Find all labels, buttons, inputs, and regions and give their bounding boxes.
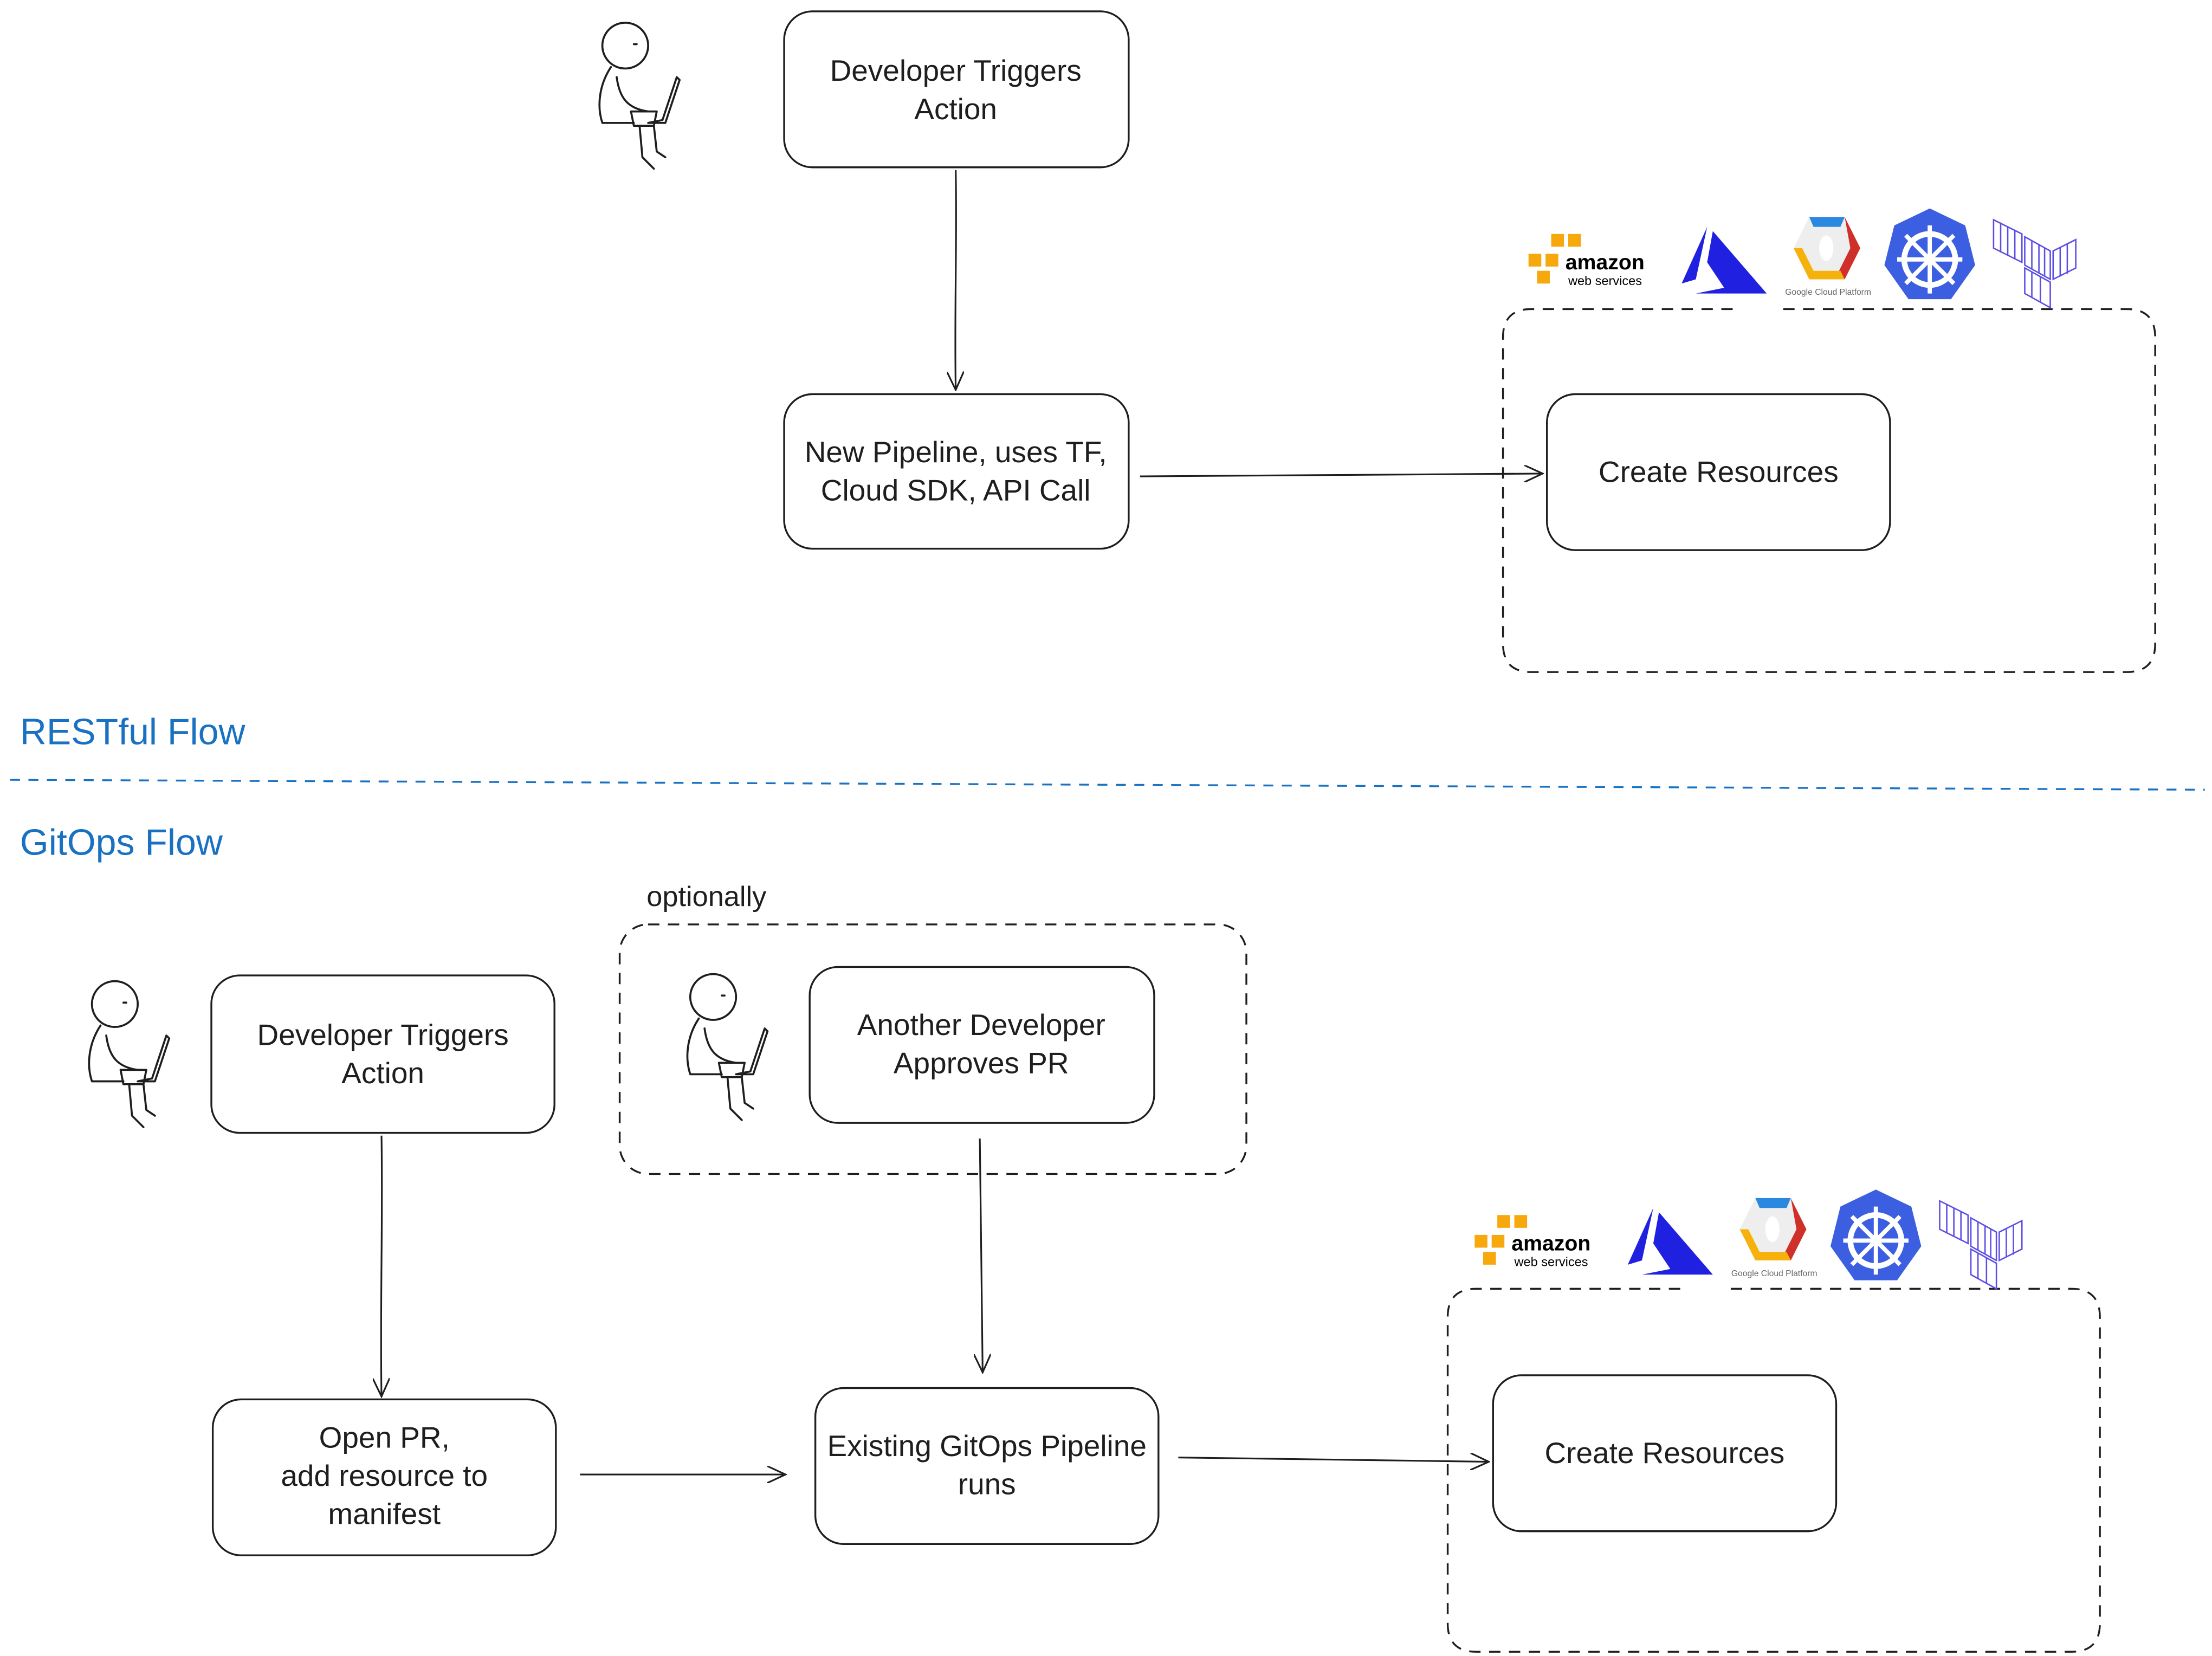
open-pr-box[interactable]: Open PR, add resource to manifest (211, 1398, 557, 1556)
gitops-pipeline-box[interactable]: Existing GitOps Pipeline runs (814, 1387, 1160, 1545)
arrow-trigger-to-open-pr (381, 1135, 382, 1396)
restful-pipeline-box[interactable]: New Pipeline, uses TF, Cloud SDK, API Cal… (783, 393, 1130, 550)
box-label: Developer Triggers (257, 1018, 509, 1051)
cloud-container (1502, 308, 2156, 673)
box-label: Existing GitOps Pipeline (827, 1429, 1147, 1463)
arrow-trigger-to-pipeline (955, 170, 956, 390)
box-label: Developer Triggers (830, 54, 1082, 87)
gitops-section-label: GitOps Flow (20, 822, 223, 863)
box-label: New Pipeline, uses TF, (805, 435, 1107, 469)
cloud-provider-logos (1529, 209, 2076, 308)
arrow-pipeline-to-create (1140, 474, 1543, 476)
box-label: Open PR, (319, 1420, 450, 1454)
cloud-provider-logos (1474, 1189, 2022, 1289)
box-label: manifest (328, 1497, 441, 1531)
restful-section-label: RESTful Flow (20, 711, 246, 753)
arrow-pipeline-to-create (1178, 1458, 1489, 1462)
box-label: add resource to (281, 1459, 488, 1492)
box-label: Action (914, 92, 997, 126)
box-label: Approves PR (894, 1046, 1069, 1080)
optional-approval-container (618, 923, 1247, 1175)
box-label: runs (958, 1467, 1016, 1501)
svg-text:New Pipeline, uses TF,Cloud SD: New Pipeline, uses TF, Cloud SDK, API Cal… (805, 435, 1107, 507)
reviewer-person-icon (686, 973, 769, 1121)
restful-create-resources-box[interactable]: Create Resources (1546, 393, 1891, 551)
gitops-create-resources-box[interactable]: Create Resources (1492, 1374, 1838, 1532)
optional-label: optionally (646, 881, 767, 913)
arrow-approve-to-pipeline (980, 1138, 982, 1373)
box-label: Create Resources (1599, 455, 1839, 489)
box-label: Cloud SDK, API Call (821, 474, 1091, 507)
box-label: Action (341, 1056, 424, 1090)
cloud-container (1446, 1288, 2101, 1653)
box-label: Create Resources (1545, 1436, 1785, 1470)
section-divider (10, 779, 2205, 791)
developer-person-icon (598, 22, 681, 170)
box-label: Another Developer (857, 1008, 1105, 1042)
developer-person-icon (88, 980, 171, 1128)
